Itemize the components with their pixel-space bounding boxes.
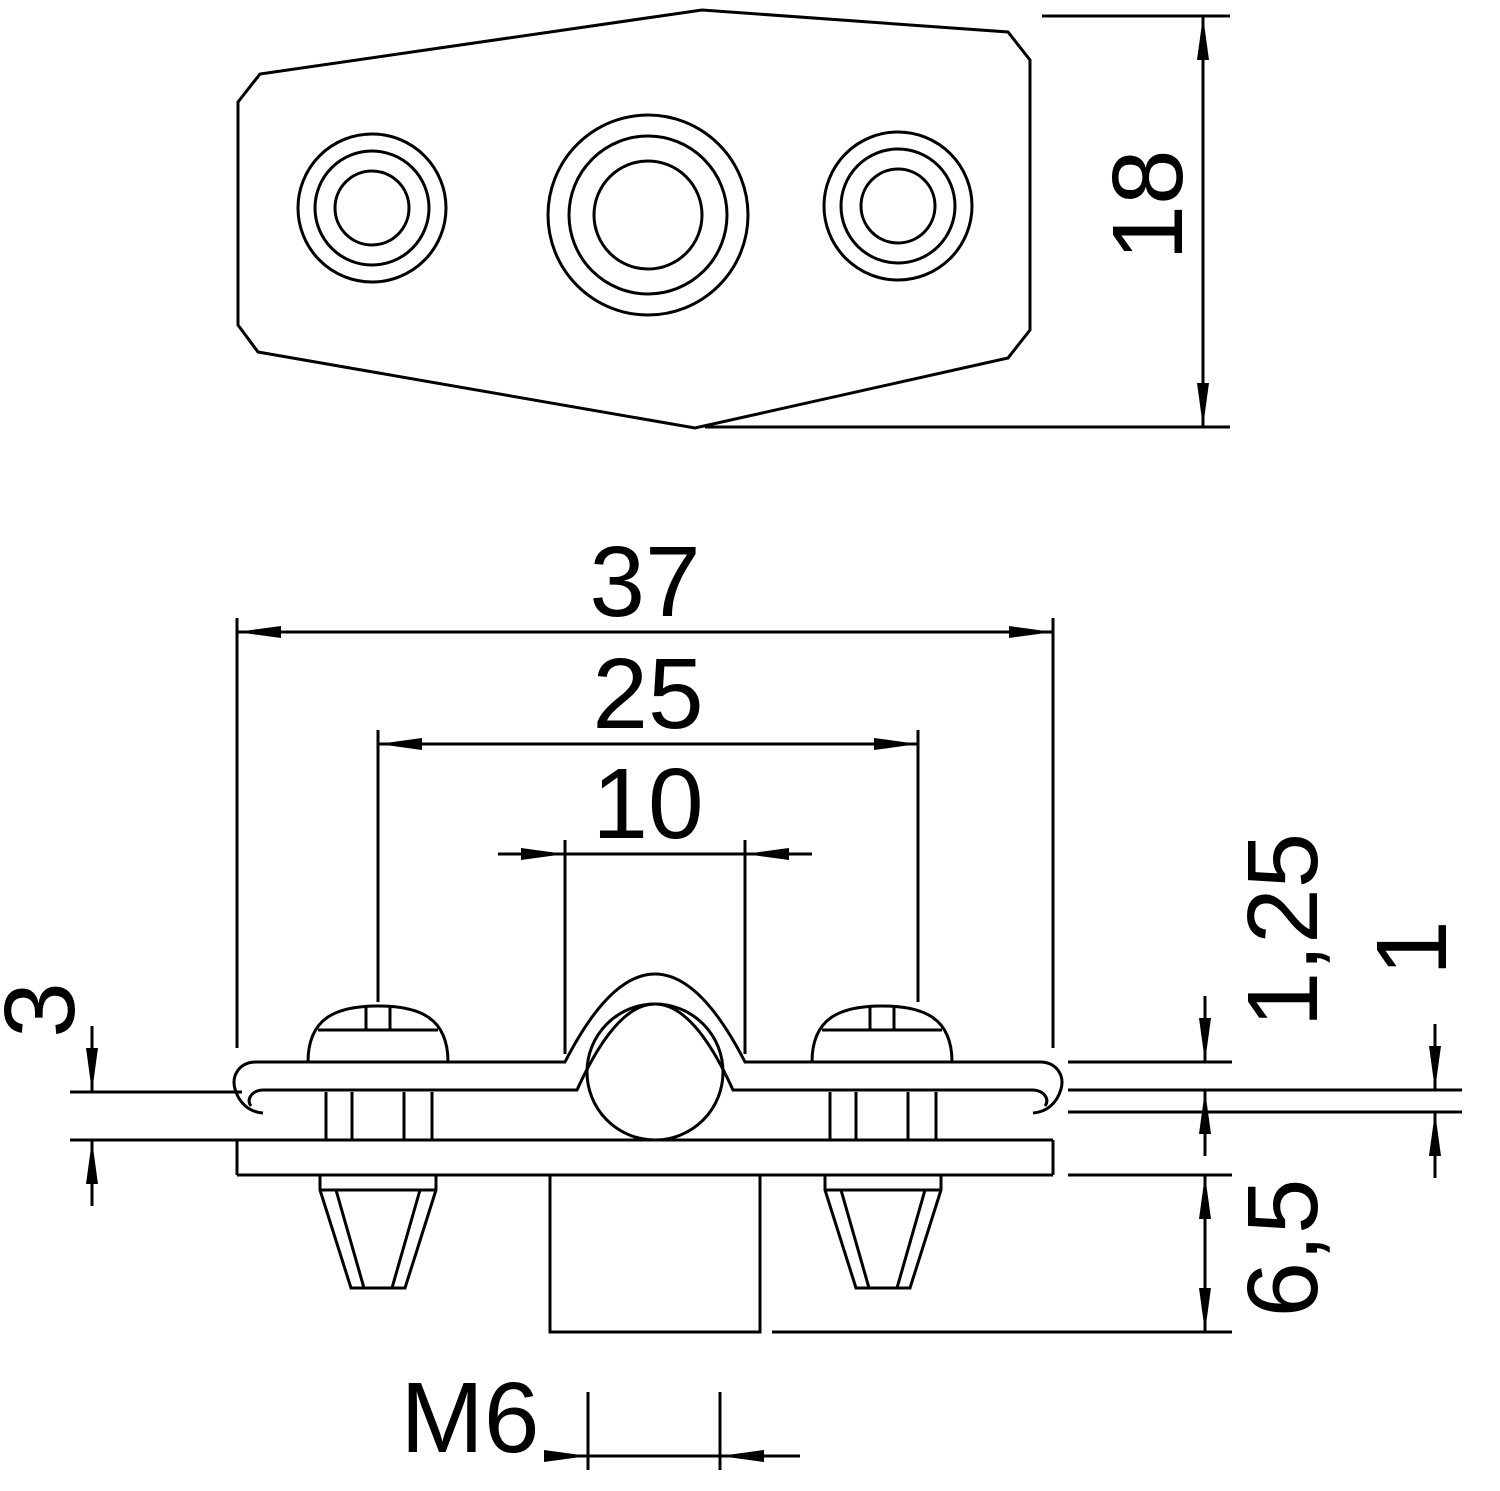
- dim-clamp-width: 10: [498, 748, 812, 1054]
- front-view: [232, 972, 1064, 1334]
- hole-left-middle-ring: [313, 149, 431, 267]
- dim-screw-spacing: 25: [376, 638, 920, 1002]
- extension-lines-m6: [586, 1392, 722, 1470]
- dim-label-25: 25: [592, 638, 703, 750]
- dim-label-37: 37: [589, 526, 700, 638]
- pipe-cross-section: [585, 1002, 725, 1142]
- extension-lines-6-5: [772, 1173, 1232, 1334]
- hole-center-middle-ring: [567, 134, 729, 296]
- dim-label-10: 10: [592, 748, 703, 860]
- dim-overall-length: 37: [235, 526, 1055, 1048]
- hole-right-middle-ring: [839, 147, 957, 265]
- threaded-boss: [548, 1175, 762, 1334]
- extension-lines-1-25: [1068, 1060, 1462, 1092]
- dim-sheet-thickness: 1: [1068, 920, 1468, 1178]
- dim-label-3: 3: [0, 982, 96, 1038]
- extension-lines-37: [235, 618, 1055, 1048]
- spacer-washer-left: [324, 1092, 434, 1140]
- hole-left-bore: [333, 169, 411, 247]
- extension-lines-10: [563, 840, 747, 1054]
- base-plate: [235, 1138, 1055, 1177]
- screw-head-left: [306, 1004, 450, 1063]
- clamp-hole-center: [546, 113, 750, 317]
- top-view: [236, 8, 1032, 430]
- screw-head-right: [810, 1004, 954, 1063]
- dim-spacer-height: 3: [0, 982, 242, 1206]
- dim-label-6-5: 6,5: [1227, 1178, 1339, 1317]
- hole-left-outer-ring: [296, 132, 448, 284]
- rivet-foot-left: [318, 1175, 438, 1290]
- hole-right-bore: [859, 167, 937, 245]
- plate-outline: [236, 8, 1032, 430]
- rivet-foot-right: [823, 1175, 943, 1290]
- dim-label-1-25: 1,25: [1227, 833, 1339, 1028]
- dim-thread-size: M6: [401, 1362, 800, 1474]
- dim-strip-thickness: 1,25: [1068, 833, 1462, 1156]
- hole-right-outer-ring: [822, 130, 974, 282]
- dim-label-m6: M6: [401, 1362, 540, 1474]
- dim-label-1: 1: [1356, 920, 1468, 976]
- hole-center-outer-ring: [546, 113, 750, 317]
- spacer-washer-right: [828, 1092, 938, 1140]
- mounting-hole-left: [296, 132, 448, 284]
- hole-center-bore: [592, 159, 704, 271]
- dim-label-18: 18: [1092, 149, 1204, 260]
- clamp-strip: [232, 972, 1064, 1115]
- mounting-hole-right: [822, 130, 974, 282]
- dim-boss-height: 6,5: [772, 1173, 1339, 1334]
- extension-lines-25: [376, 730, 920, 1002]
- dim-plate-width: 18: [705, 14, 1230, 429]
- extension-lines-3: [70, 1090, 242, 1142]
